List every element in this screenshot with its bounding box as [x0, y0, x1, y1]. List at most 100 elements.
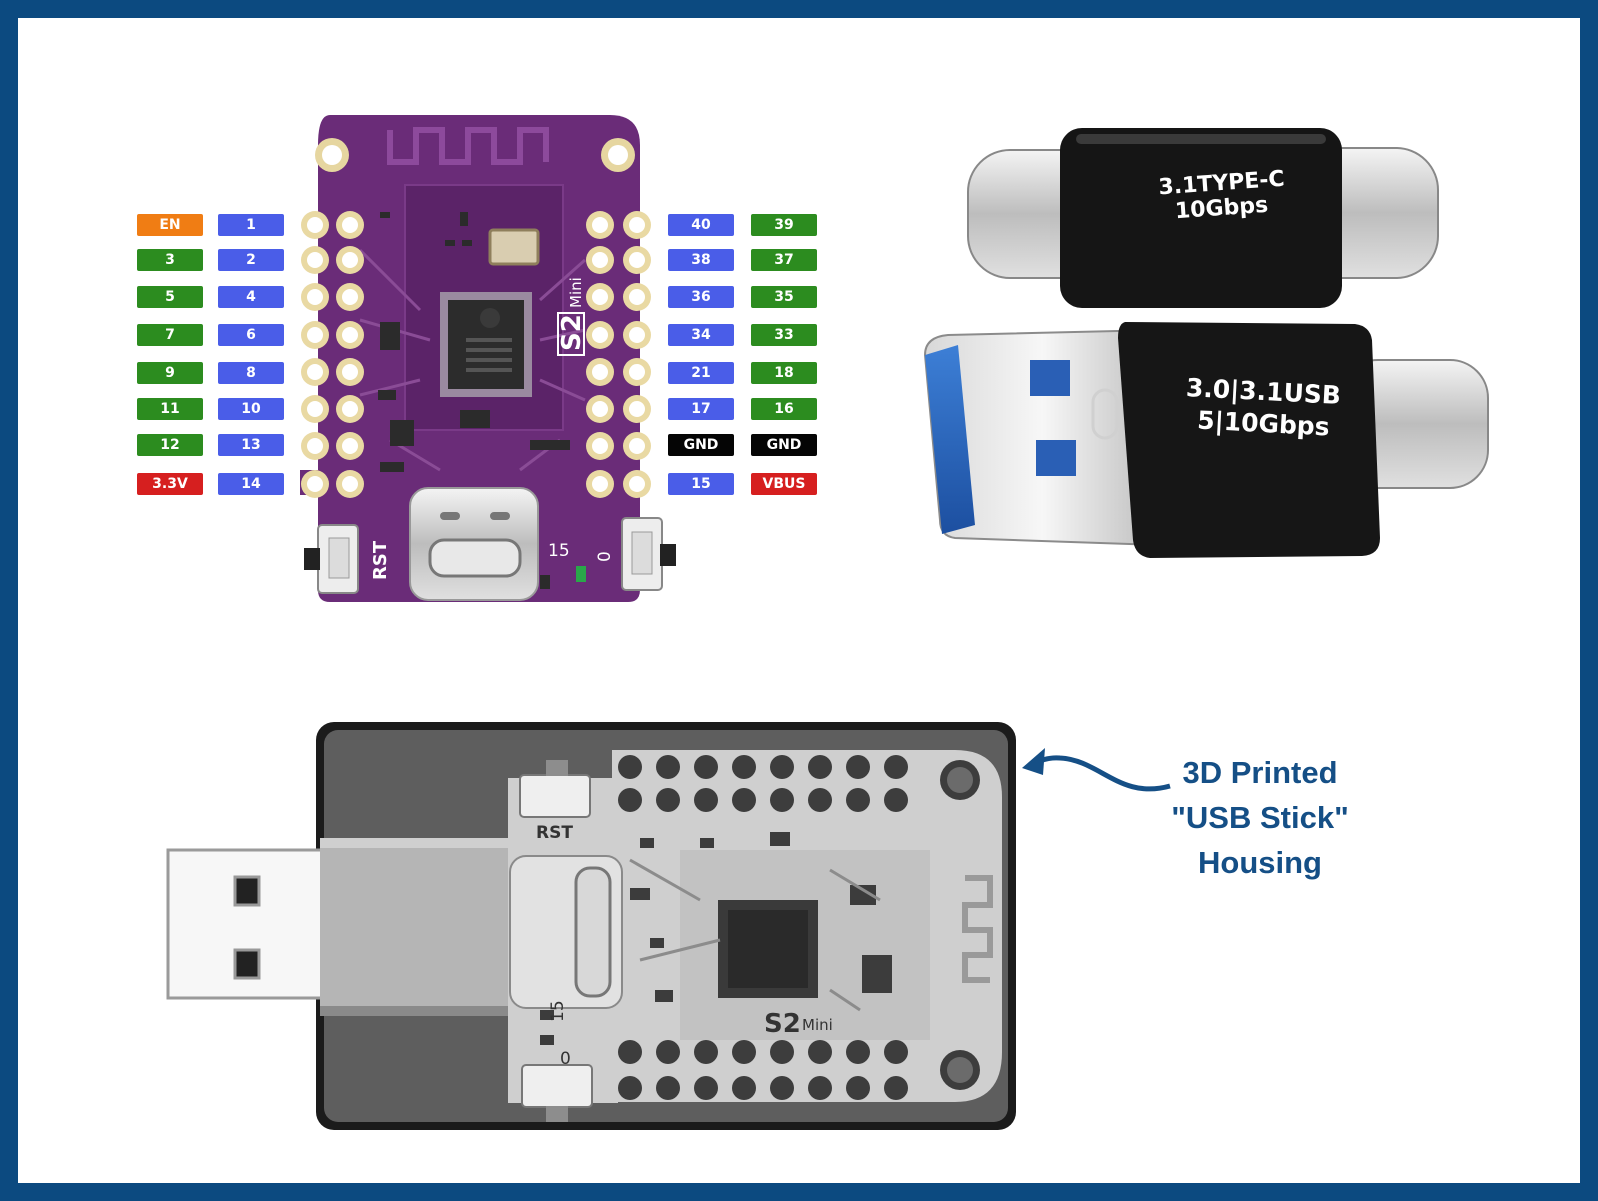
pin-label-right-outer-4: 18	[751, 362, 817, 384]
pin-label-left-outer-2: 5	[137, 286, 203, 308]
pin-label-left-outer-0: EN	[137, 214, 203, 236]
pin-label-right-outer-5: 16	[751, 398, 817, 420]
pin-hole	[342, 289, 358, 305]
pin-hole	[592, 364, 608, 380]
pin-hole	[342, 252, 358, 268]
pin-hole	[307, 252, 323, 268]
usb-a-plug	[166, 838, 508, 1016]
pin-hole	[307, 438, 323, 454]
housing-pin-pad	[732, 1040, 756, 1064]
housing-pin-pad	[694, 788, 718, 812]
housing-pin-pad	[732, 788, 756, 812]
smd-components	[378, 212, 570, 589]
pin-hole	[629, 217, 645, 233]
pin-hole	[592, 401, 608, 417]
pin-label-right-outer-0: 39	[751, 214, 817, 236]
pin-label-right-inner-5: 17	[668, 398, 734, 420]
housing-pin-pad	[770, 1040, 794, 1064]
esp32-s2-chip	[440, 292, 532, 397]
pin-hole	[307, 327, 323, 343]
housing-usb-c-receptacle	[509, 855, 623, 1009]
housing-pin-pad	[846, 1076, 870, 1100]
pin-hole	[307, 217, 323, 233]
caption-arrow	[1022, 748, 1171, 792]
pin-label-right-inner-6: GND	[668, 434, 734, 456]
pin15-silk-label: 15	[548, 541, 570, 561]
usba-to-typec-adapter: 3.0|3.1USB 5|10Gbps	[923, 322, 1489, 558]
board-model-silkscreen: S2 Mini	[557, 277, 587, 356]
pin-hole	[629, 364, 645, 380]
housing-pin-pad	[656, 788, 680, 812]
pin-hole	[307, 476, 323, 492]
pin-hole	[307, 364, 323, 380]
pin-label-left-inner-7: 14	[218, 473, 284, 495]
pin-hole	[629, 252, 645, 268]
pin-hole	[629, 438, 645, 454]
pin-label-right-inner-7: 15	[668, 473, 734, 495]
pin-hole	[592, 252, 608, 268]
pin-label-right-outer-6: GND	[751, 434, 817, 456]
housing-pin-pad	[846, 788, 870, 812]
pin-label-left-outer-5: 11	[137, 398, 203, 420]
housing-pin-pad	[770, 755, 794, 779]
board-model-text: S2	[557, 314, 587, 351]
pin-label-right-outer-2: 35	[751, 286, 817, 308]
pin-hole	[342, 401, 358, 417]
housing-pin-pad	[618, 1040, 642, 1064]
pin-label-right-inner-0: 40	[668, 214, 734, 236]
housing-pin-pad	[618, 755, 642, 779]
housing-pin-pad	[846, 755, 870, 779]
mounting-hole-left	[315, 138, 349, 172]
button0-silk-label: 0	[595, 551, 615, 562]
housing-pin15-label: 15	[548, 1000, 568, 1022]
housing-pin-pad	[656, 1076, 680, 1100]
housing-pin-pad	[808, 755, 832, 779]
pin-label-left-inner-0: 1	[218, 214, 284, 236]
housing-pin-pad	[732, 1076, 756, 1100]
pin-hole	[342, 364, 358, 380]
caption-line-2: "USB Stick"	[1171, 800, 1349, 835]
housing-pin-pad	[656, 755, 680, 779]
pin-label-right-inner-1: 38	[668, 249, 734, 271]
pin-pads	[301, 211, 651, 498]
pin-label-right-inner-4: 21	[668, 362, 734, 384]
pin-label-right-inner-2: 36	[668, 286, 734, 308]
housing-pin-pad	[770, 788, 794, 812]
housing-pin-pad	[884, 1076, 908, 1100]
housing-pin-pad	[884, 1040, 908, 1064]
housing-caption: 3D Printed "USB Stick" Housing	[1160, 750, 1360, 885]
pin-label-right-outer-3: 33	[751, 324, 817, 346]
housing-pin-pad	[656, 1040, 680, 1064]
housing-reset-label: RST	[536, 823, 573, 843]
pin-label-left-inner-6: 13	[218, 434, 284, 456]
pin-label-left-outer-7: 3.3V	[137, 473, 203, 495]
housing-model-suffix-text: Mini	[802, 1016, 833, 1034]
caption-line-1: 3D Printed	[1182, 755, 1338, 790]
pin-hole	[629, 327, 645, 343]
pin-label-left-inner-4: 8	[218, 362, 284, 384]
housing-pin-pad	[694, 755, 718, 779]
typec-to-typec-adapter: 3.1TYPE-C 10Gbps	[967, 128, 1439, 308]
pin-label-left-inner-2: 4	[218, 286, 284, 308]
pin-label-left-outer-4: 9	[137, 362, 203, 384]
housing-pin-pad	[884, 755, 908, 779]
pin-label-left-inner-5: 10	[218, 398, 284, 420]
pin-hole	[307, 289, 323, 305]
usba-label-2: 5|10Gbps	[1197, 406, 1331, 442]
housing-pin-pad	[770, 1076, 794, 1100]
reset-label: RST	[370, 540, 391, 580]
housing-pin-pad	[618, 788, 642, 812]
usb-c-receptacle	[409, 487, 539, 601]
pin-label-right-inner-3: 34	[668, 324, 734, 346]
pin-hole	[592, 438, 608, 454]
pin-label-left-inner-1: 2	[218, 249, 284, 271]
housing-boot-button	[521, 1064, 593, 1122]
housing-pin-pad	[694, 1076, 718, 1100]
pin-hole	[629, 401, 645, 417]
crystal	[488, 228, 540, 266]
pin-hole	[592, 217, 608, 233]
housing-model-text: S2	[764, 1009, 801, 1039]
housing-button0-label: 0	[560, 1049, 571, 1069]
